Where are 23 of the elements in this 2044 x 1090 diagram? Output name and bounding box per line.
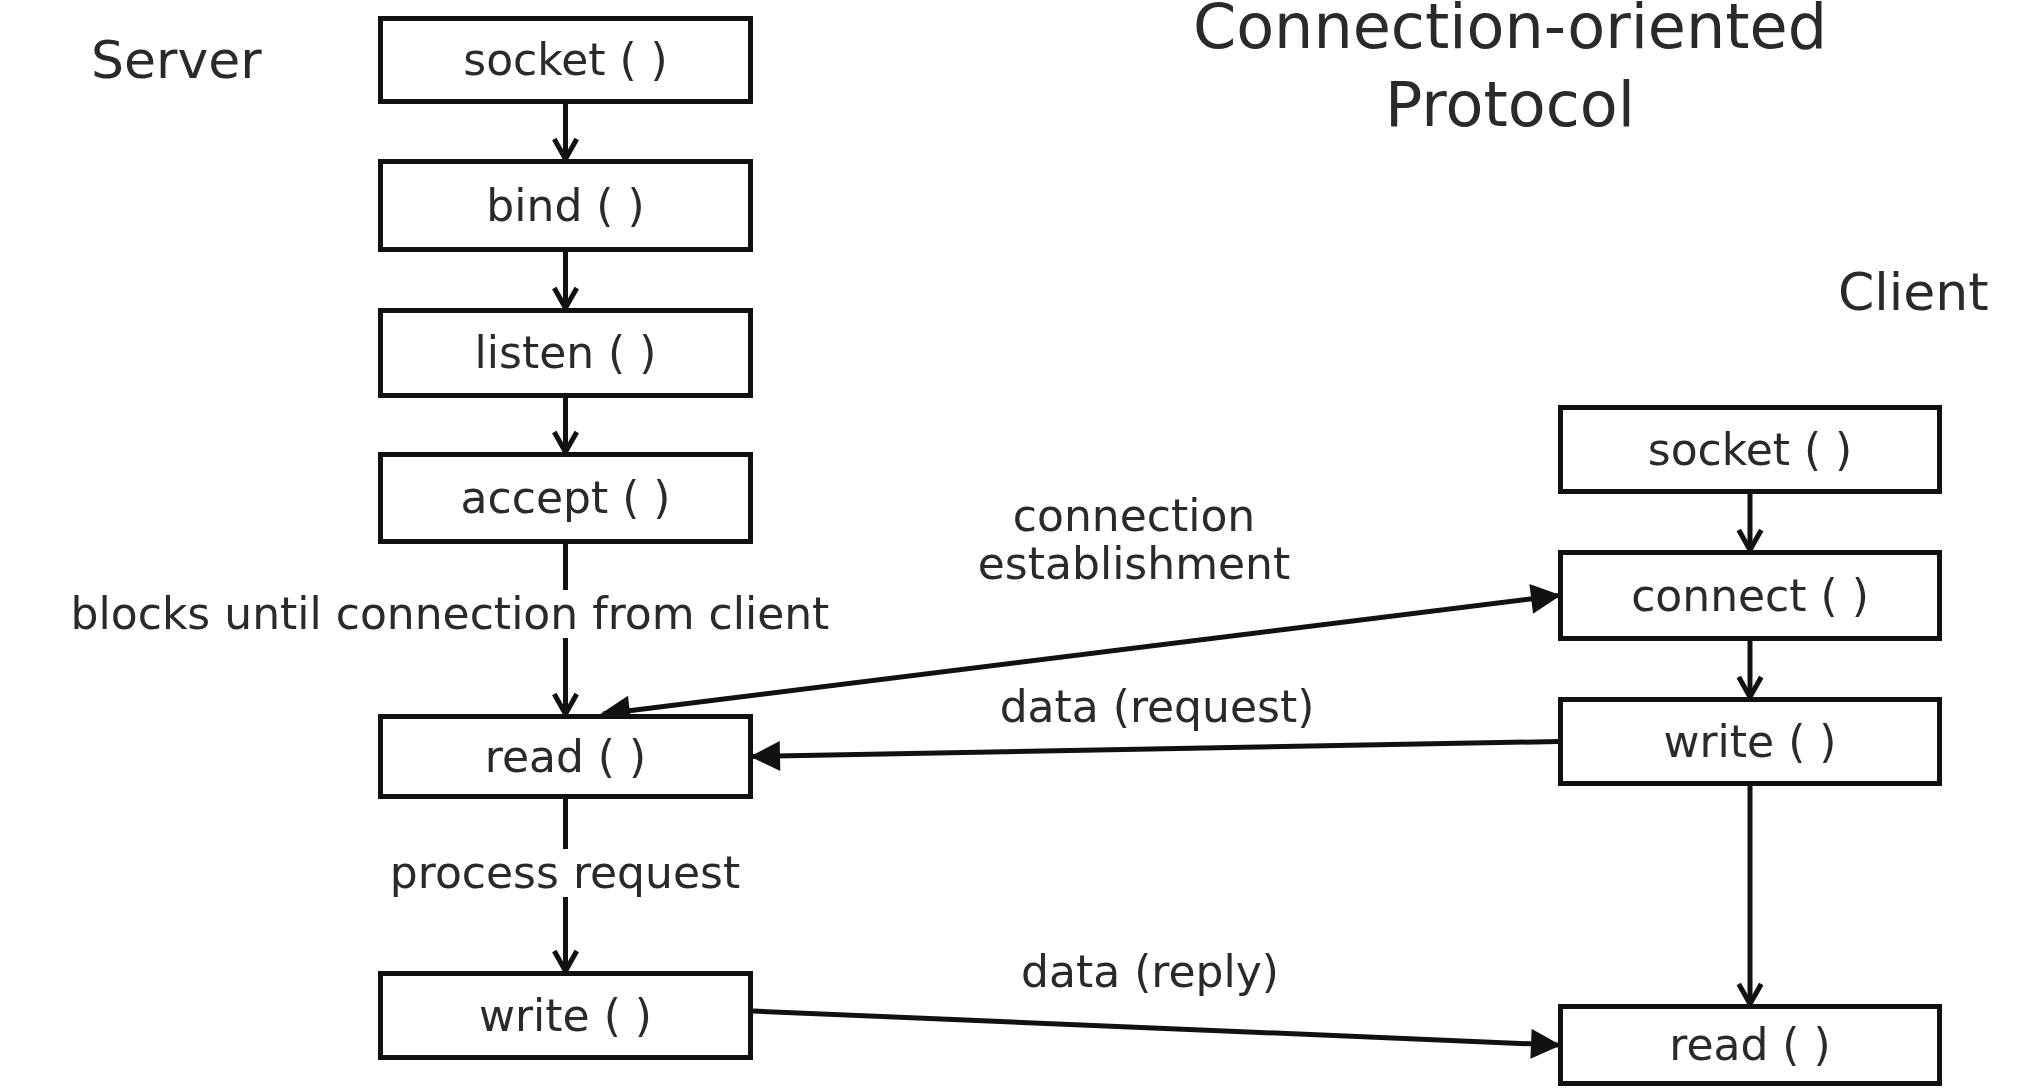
- function-name: socket ( ): [1647, 427, 1853, 472]
- function-name: read ( ): [484, 734, 647, 779]
- function-box: [378, 714, 753, 799]
- function-name: write ( ): [1663, 719, 1837, 764]
- lane-label: Client: [1838, 262, 1989, 322]
- diagram-title: Connection-oriented Protocol: [1191, 0, 1829, 143]
- function-name: accept ( ): [460, 476, 671, 520]
- lane-label: Server: [91, 30, 262, 90]
- function-box: [378, 308, 753, 398]
- function-box: [1558, 1004, 1942, 1086]
- function-box: [378, 971, 753, 1060]
- function-name: read ( ): [1669, 1023, 1831, 1067]
- function-box: [1558, 405, 1942, 494]
- function-name: write ( ): [479, 993, 652, 1038]
- function-box: [378, 159, 753, 252]
- function-name: connect ( ): [1631, 573, 1869, 618]
- function-box: [1558, 697, 1942, 786]
- function-box: [378, 16, 753, 104]
- function-name: listen ( ): [474, 331, 657, 375]
- function-name: bind ( ): [486, 183, 645, 228]
- function-box: [1558, 550, 1942, 641]
- function-box: [378, 452, 753, 544]
- function-name: socket ( ): [463, 38, 668, 82]
